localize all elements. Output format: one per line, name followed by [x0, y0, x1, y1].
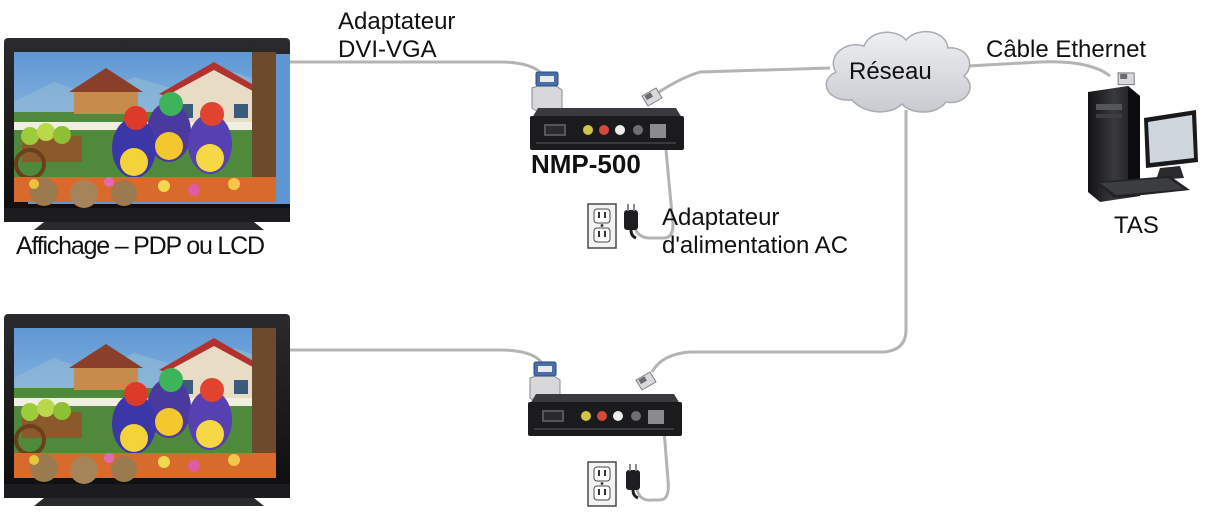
desktop-computer-icon: [1088, 86, 1198, 202]
media-player-box-icon: [528, 394, 682, 436]
network-cloud-icon: [825, 30, 971, 113]
wall-outlet-icon: [587, 461, 617, 507]
display-top-screen: [12, 50, 278, 210]
ac-adapter-label: Adaptateur d'alimentation AC: [662, 204, 848, 259]
display-top: [4, 38, 290, 230]
tas-label: TAS: [1114, 212, 1159, 239]
ethernet-cable-label: Câble Ethernet: [986, 36, 1147, 63]
ethernet-cable-top: [655, 66, 831, 96]
nmp-500-label: NMP-500: [531, 149, 641, 179]
dvi-vga-label-line1: Adaptateur: [338, 8, 456, 35]
dvi-cable-top: [290, 60, 548, 81]
ac-adapter-label-line2: d'alimentation AC: [662, 231, 849, 259]
dvi-vga-adapter-label: Adaptateur DVI-VGA: [338, 8, 455, 63]
display-bottom: [4, 314, 290, 506]
dvi-cable-bottom: [290, 348, 546, 367]
ethernet-cable-tas: [967, 60, 1111, 78]
network-label: Réseau: [849, 58, 932, 85]
power-cable-bottom: [634, 429, 670, 502]
cables: [290, 60, 1111, 502]
rj45-plug-icon: [635, 371, 657, 391]
dvi-vga-label-line2: DVI-VGA: [338, 35, 437, 63]
ac-adapter-label-line1: Adaptateur: [662, 204, 780, 231]
display-label: Affichage – PDP ou LCD: [16, 232, 265, 260]
wall-outlet-icon: [587, 203, 617, 249]
network-drop-cable: [650, 110, 908, 373]
media-player-box-icon: [530, 108, 684, 150]
display-bottom-screen: [12, 326, 278, 486]
